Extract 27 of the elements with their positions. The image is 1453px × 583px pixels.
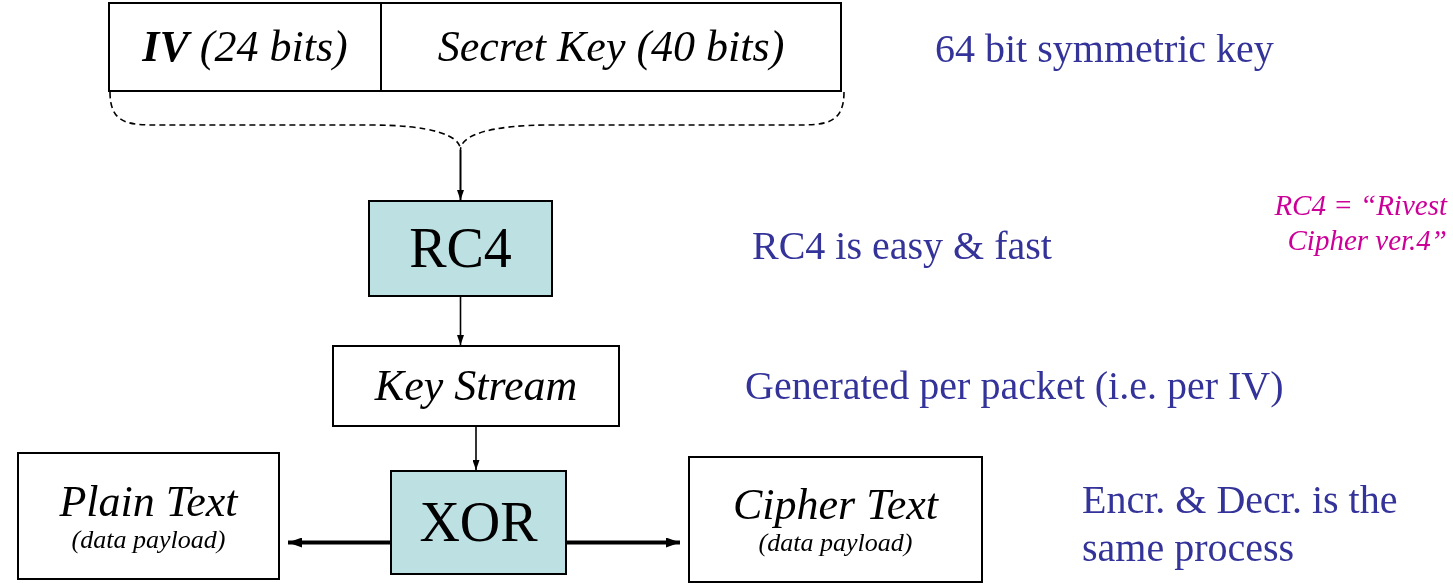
process-box bbox=[332, 345, 620, 427]
box-label: RC4 bbox=[409, 217, 512, 280]
key-field bbox=[108, 2, 382, 92]
box-label: Secret Key (40 bits) bbox=[437, 22, 785, 72]
box-subtitle: (data payload) bbox=[758, 529, 913, 558]
arrow bbox=[457, 296, 464, 346]
box-subtitle: (data payload) bbox=[71, 525, 226, 555]
key-field bbox=[380, 2, 842, 92]
box-label: Cipher Text bbox=[733, 481, 938, 530]
data-box bbox=[688, 456, 983, 583]
note-text: RC4 is easy & fast bbox=[752, 222, 1053, 270]
note-text: Encr. & Decr. is the same process bbox=[1082, 476, 1399, 572]
arrow bbox=[472, 426, 480, 471]
box-label: Plain Text bbox=[59, 477, 238, 526]
annotation-text: RC4 = “Rivest Cipher ver.4” bbox=[1273, 188, 1447, 258]
box-label: IV (24 bits) bbox=[142, 22, 348, 72]
box-label: Key Stream bbox=[374, 361, 578, 411]
data-box bbox=[17, 452, 280, 580]
box-label: XOR bbox=[419, 491, 538, 554]
note-text: Generated per packet (i.e. per IV) bbox=[745, 362, 1285, 410]
note-text: 64 bit symmetric key bbox=[935, 25, 1275, 73]
brace-line bbox=[459, 91, 845, 151]
process-box bbox=[368, 200, 553, 297]
process-box bbox=[390, 470, 567, 575]
arrow bbox=[457, 149, 464, 201]
arrow bbox=[288, 537, 390, 548]
arrow bbox=[567, 537, 680, 548]
